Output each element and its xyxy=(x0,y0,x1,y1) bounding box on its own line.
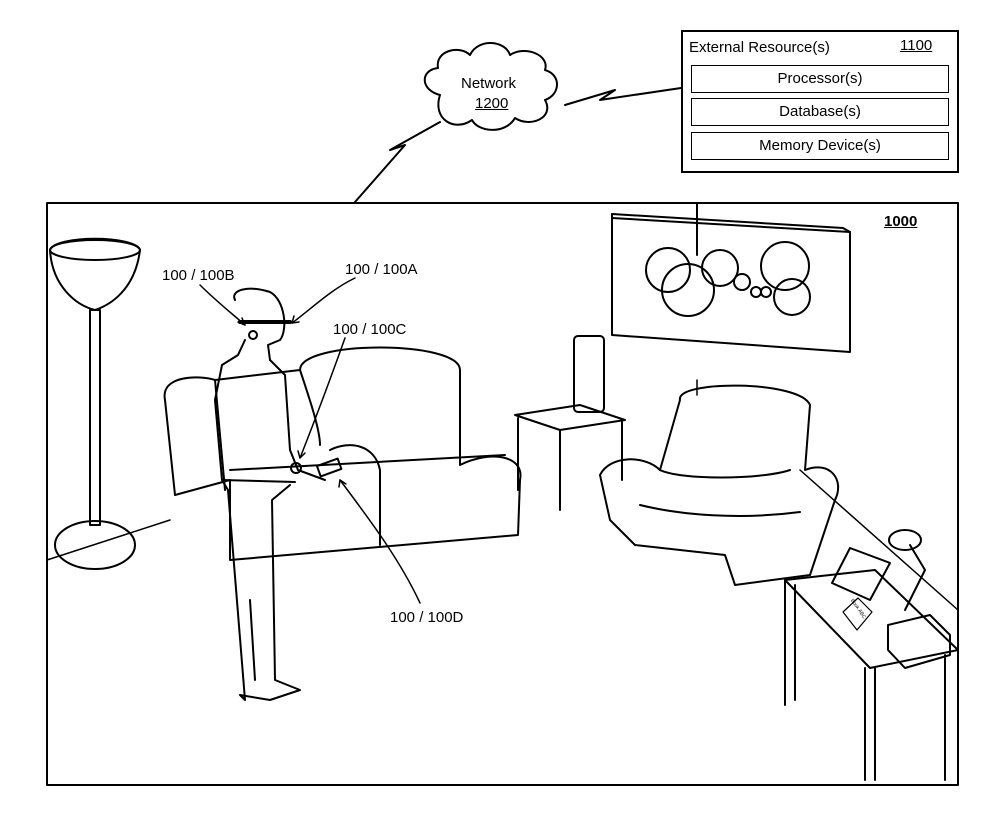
desk-lamp xyxy=(904,544,926,611)
callout-100d: 100 / 100D xyxy=(390,609,464,626)
link-network-resources xyxy=(564,87,682,106)
callout-arrows xyxy=(199,277,421,604)
external-resources-ref: 1100 xyxy=(900,37,933,54)
callout-100c: 100 / 100C xyxy=(333,321,407,338)
side-table xyxy=(514,335,626,511)
armchair xyxy=(599,384,840,586)
desk xyxy=(784,529,959,781)
network-ref: 1200 xyxy=(475,95,509,112)
book xyxy=(842,597,873,631)
link-environment-network xyxy=(354,121,441,203)
processor-box: Processor(s) xyxy=(691,65,949,93)
network-cloud xyxy=(423,42,558,131)
earpiece xyxy=(248,330,258,340)
memory-device-box: Memory Device(s) xyxy=(691,132,949,160)
external-resources-title: External Resource(s) xyxy=(689,39,830,56)
smartwatch xyxy=(290,462,302,474)
callout-100a: 100 / 100A xyxy=(345,261,418,278)
environment-ref: 1000 xyxy=(884,213,918,230)
database-box: Database(s) xyxy=(691,98,949,126)
book-stack xyxy=(887,614,951,669)
environment-frame xyxy=(46,202,959,786)
floor-lamp xyxy=(49,237,141,570)
sofa xyxy=(163,346,522,561)
wall-display xyxy=(611,213,851,353)
floor-line-left xyxy=(46,519,171,561)
smart-speaker xyxy=(573,335,605,413)
floor-line-right xyxy=(799,469,959,611)
external-resources-box: External Resource(s) 1100 Processor(s) D… xyxy=(681,30,959,173)
smartphone xyxy=(315,457,343,478)
callout-100b: 100 / 100B xyxy=(162,267,235,284)
laptop xyxy=(831,547,891,601)
network-label: Network xyxy=(461,75,517,92)
person xyxy=(214,287,343,701)
